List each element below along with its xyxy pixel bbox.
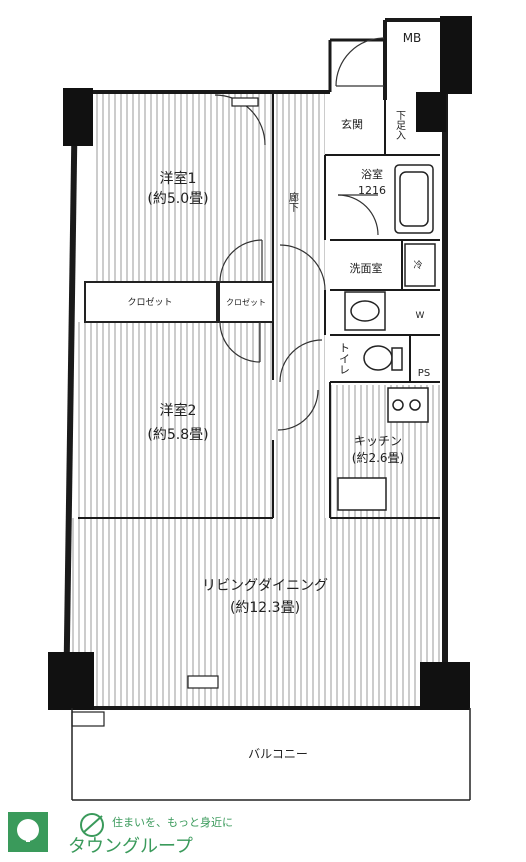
entrance-label: 玄関 — [341, 117, 363, 131]
closet2-area — [218, 281, 274, 323]
closet1-label: クロゼット — [127, 296, 172, 308]
bedroom2-size: (約5.8畳) — [147, 427, 208, 443]
toilet-label: トイレ — [338, 342, 351, 375]
ldk-size: (約12.3畳) — [230, 600, 300, 616]
windows — [71, 97, 259, 727]
brand-tagline: 住まいを、もっと身近に — [112, 815, 233, 829]
bedroom2-name: 洋室2 — [160, 402, 197, 419]
brand-name: タウングループ — [68, 836, 193, 857]
wm-label: W — [416, 311, 425, 321]
bedroom2-floor — [78, 322, 273, 518]
bedroom1-floor — [95, 92, 273, 282]
bath-fixtures — [394, 164, 434, 234]
bath-name: 浴室 — [361, 167, 383, 181]
door-swings — [214, 37, 385, 431]
bedroom1-size: (約5.0畳) — [147, 191, 208, 207]
ps-label: PS — [418, 368, 430, 379]
columns — [48, 16, 472, 710]
bath-size: 1216 — [358, 184, 386, 197]
ldk-floor — [72, 518, 440, 708]
closet1-area — [84, 281, 218, 323]
hallway-label: 廊下 — [287, 191, 299, 213]
brand-logo-icon — [8, 812, 48, 852]
washroom-fixtures — [344, 243, 436, 331]
ldk-name: リビングダイニング — [202, 578, 328, 594]
toilet-fixture — [363, 345, 403, 371]
outer-walls — [63, 18, 450, 710]
shoebox-label: 下足入 — [394, 110, 406, 140]
balcony-area — [71, 708, 471, 801]
bedroom1-name: 洋室1 — [160, 170, 197, 187]
brand-mark-icon — [80, 813, 104, 837]
closet2-label: クロゼット — [226, 297, 266, 307]
kitchen-name: キッチン — [354, 434, 402, 448]
balcony-label: バルコニー — [248, 747, 308, 761]
mb-label: MB — [403, 31, 422, 45]
hallway-floor — [273, 92, 325, 522]
kitchen-fixtures — [337, 387, 440, 519]
kitchen-size: (約2.6畳) — [352, 450, 404, 465]
ref-label: 冷 — [413, 259, 422, 271]
washroom-label: 洗面室 — [350, 261, 383, 275]
